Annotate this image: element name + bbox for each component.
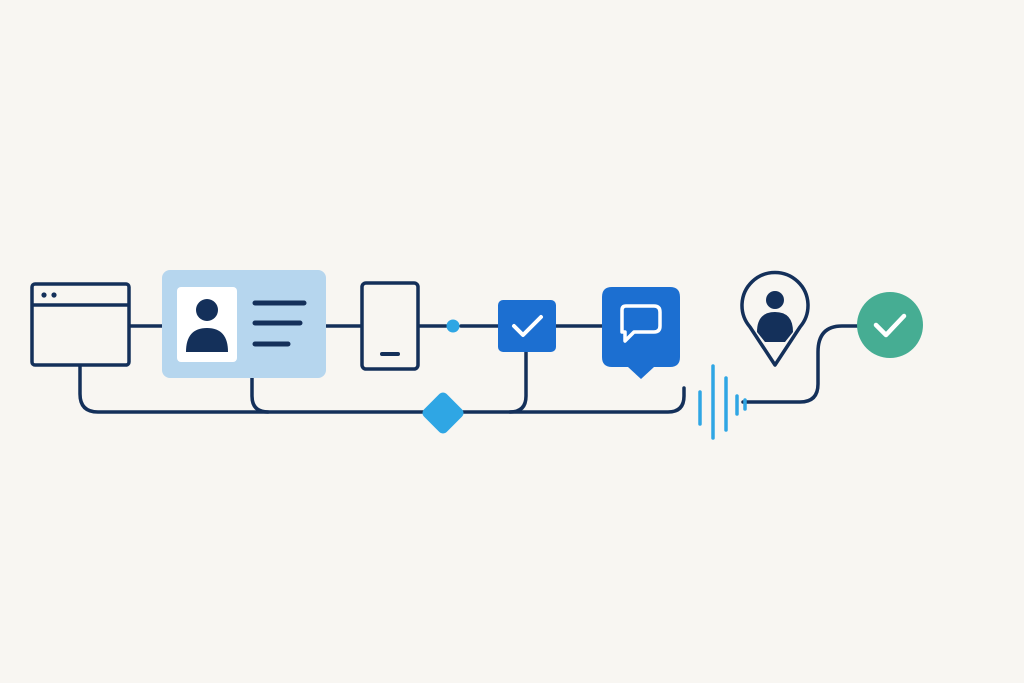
location-pin-person-icon [740,270,810,367]
smartphone-icon [360,281,420,371]
connector-dot-icon [446,319,460,333]
chat-bubble-icon [602,287,680,379]
decision-diamond-icon [422,392,464,434]
browser-window-icon [30,282,131,367]
card-drop-line [250,376,270,414]
success-check-icon [857,292,923,358]
wave-to-pin-line [741,324,862,404]
avatar-icon [177,287,237,362]
profile-card-icon [162,270,326,378]
text-lines-icon [252,300,307,347]
checkbox-check-icon [498,300,556,352]
connector-lines [78,324,862,414]
check-drop-line [508,350,528,414]
bottom-route-line [78,364,686,414]
sound-wave-icon [698,364,747,440]
